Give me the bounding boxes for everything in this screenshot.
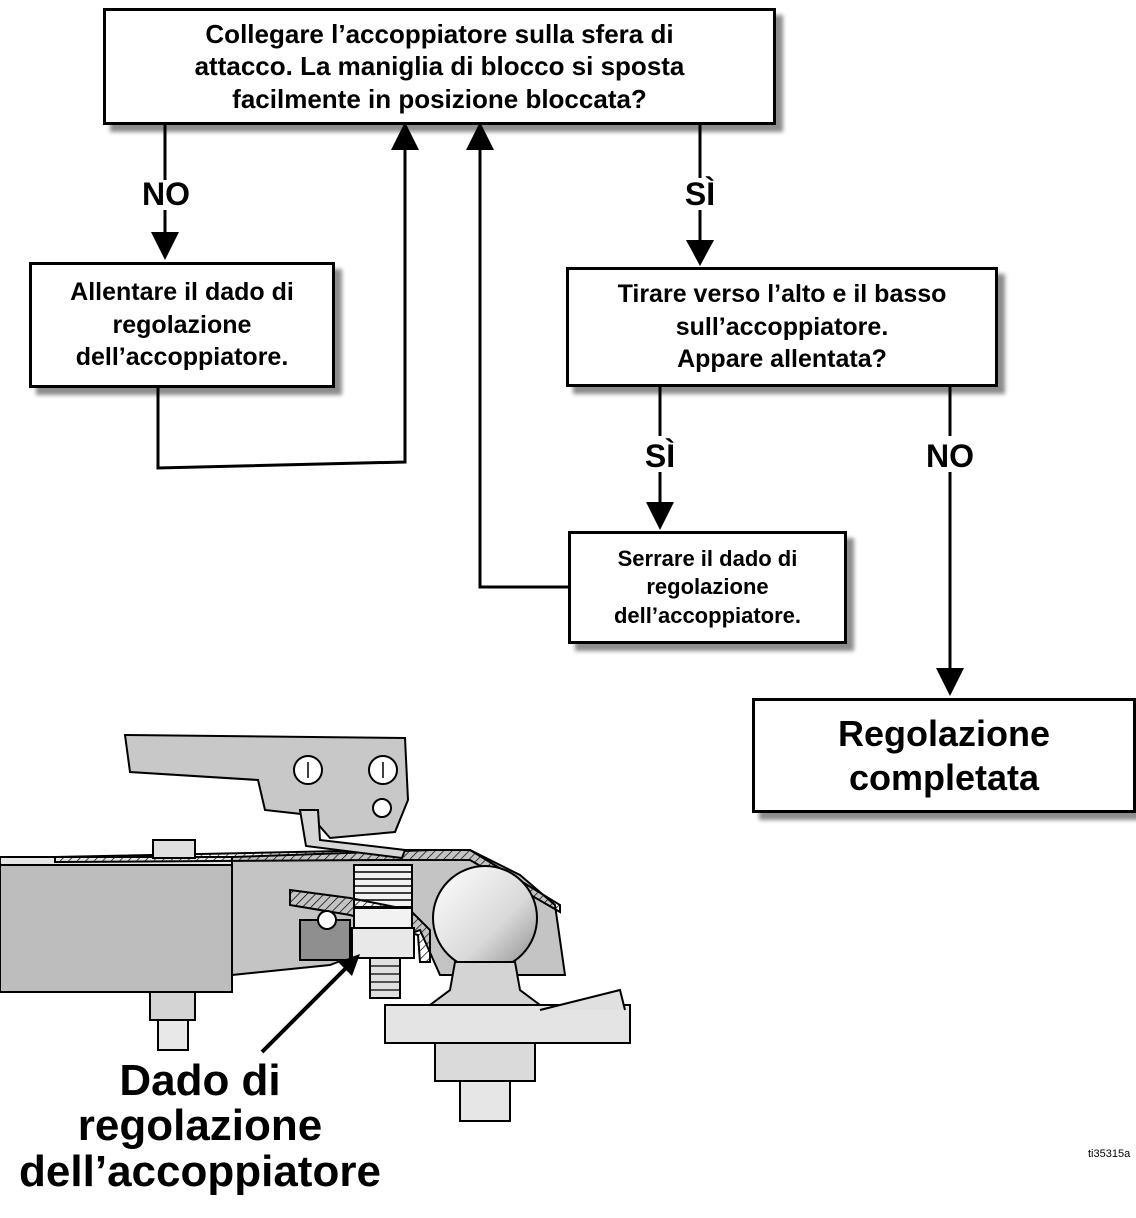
adjustment-nut	[351, 927, 415, 959]
loosen-box: Allentare il dado di regolazione dell’ac…	[29, 262, 335, 388]
tighten-box: Serrare il dado di regolazione dell’acco…	[568, 531, 847, 644]
figure-id: ti35315a	[1088, 1148, 1131, 1160]
check-box-text: Tirare verso l’alto e il basso sull’acco…	[617, 280, 947, 374]
tongue-tube	[0, 856, 233, 993]
label-yes-right: SÌ	[684, 176, 716, 212]
done-box-text: Regolazione completata	[837, 713, 1051, 798]
lock-handle	[123, 733, 410, 840]
check-box: Tirare verso l’alto e il basso sull’acco…	[566, 267, 998, 387]
ball-mount	[384, 1004, 631, 1044]
coupler-illustration	[0, 733, 631, 1122]
done-box: Regolazione completata	[752, 698, 1136, 813]
start-box-text: Collegare l’accoppiatore sulla sfera di …	[194, 18, 685, 114]
tighten-box-text: Serrare il dado di regolazione dell’acco…	[613, 545, 802, 628]
label-no-left: NO	[142, 176, 190, 212]
loosen-box-text: Allentare il dado di regolazione dell’ac…	[70, 278, 294, 372]
top-bolt	[152, 839, 196, 859]
connector-tighten-loop	[478, 150, 568, 589]
label-yes-lower: SÌ	[644, 438, 676, 474]
start-box: Collegare l’accoppiatore sulla sfera di …	[103, 8, 776, 125]
label-no-lower: NO	[926, 438, 974, 474]
adjustment-nut-callout: Dado di regolazione dell’accoppiatore	[19, 1056, 381, 1196]
hitch-ball	[432, 865, 538, 971]
bottom-bolt	[149, 991, 196, 1021]
callout-arrow	[260, 962, 352, 1054]
connector-loosen-loop	[156, 150, 407, 470]
